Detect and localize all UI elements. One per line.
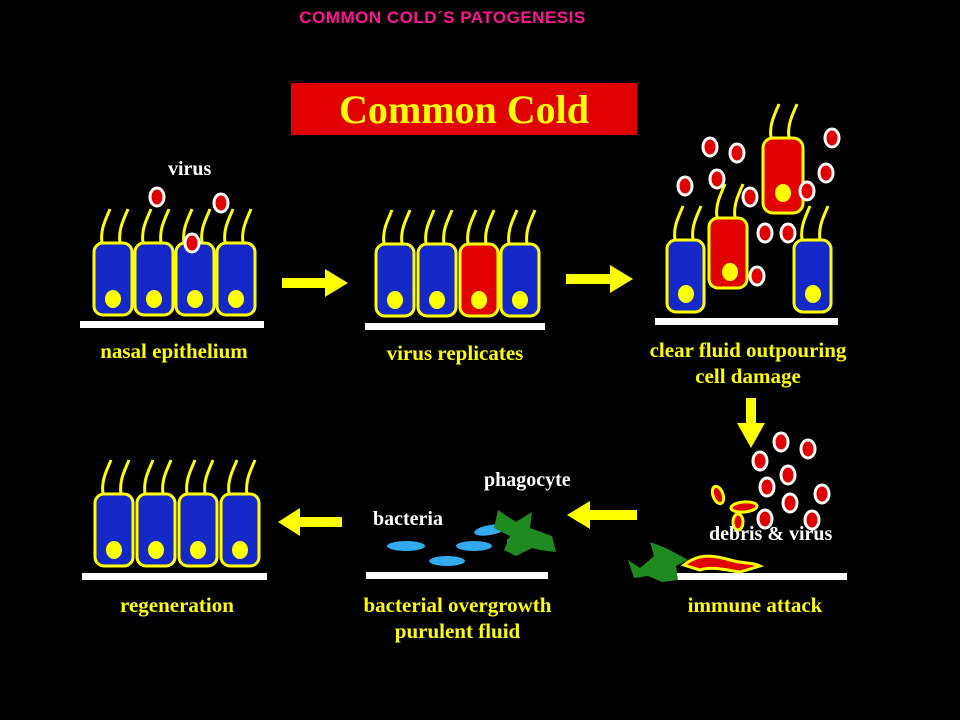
epithelial-cell	[219, 458, 261, 568]
virus-particle	[701, 136, 719, 158]
basement-membrane	[82, 573, 267, 580]
virus-particle	[748, 265, 766, 287]
stage-label-immune-attack: immune attack	[687, 593, 823, 617]
infected-cell	[458, 208, 500, 318]
stage-clear-fluid	[655, 102, 841, 325]
damaged-cell	[761, 102, 805, 215]
epithelial-cell	[133, 207, 175, 317]
virus-particle	[803, 509, 821, 531]
stage-label-nasal-epithelium: nasal epithelium	[100, 339, 248, 363]
stage-label-cell-damage: cell damage	[695, 364, 801, 388]
epithelial-cell	[499, 208, 541, 318]
virus-particle	[708, 168, 726, 190]
phagocyte	[628, 542, 688, 582]
basement-membrane	[80, 321, 264, 328]
stage-label-clear-fluid-line1: clear fluid outpouring	[649, 338, 847, 362]
arrow-left-icon	[278, 508, 342, 536]
debris-annotation: debris & virus	[709, 523, 833, 545]
virus-particle	[756, 222, 774, 244]
virus-particle	[781, 492, 799, 514]
virus-particle	[751, 450, 769, 472]
virus-particle	[183, 232, 201, 254]
virus-particle	[813, 483, 831, 505]
virus-particle	[728, 142, 746, 164]
arrow-right-icon	[282, 269, 348, 297]
epithelial-cell	[215, 207, 257, 317]
epithelial-cell	[416, 208, 458, 318]
virus-particle	[798, 180, 816, 202]
epithelial-cell	[92, 207, 134, 317]
phagocyte-annotation: phagocyte	[484, 469, 571, 491]
virus-particle	[148, 186, 166, 208]
virus-particle	[779, 464, 797, 486]
virus-particle	[823, 127, 841, 149]
epithelial-cell	[177, 458, 219, 568]
stage-label-bacterial-overgrowth: bacterial overgrowth	[363, 593, 552, 617]
arrow-down-icon	[737, 398, 765, 448]
stage-nasal-epithelium	[80, 186, 264, 328]
banner-title: Common Cold	[338, 86, 590, 132]
virus-particle	[676, 175, 694, 197]
epithelial-cell	[792, 204, 833, 314]
basement-membrane	[366, 572, 548, 579]
virus-particle	[741, 186, 759, 208]
stage-regeneration	[82, 458, 267, 580]
basement-membrane	[662, 573, 847, 580]
virus-particle	[779, 222, 797, 244]
cell-debris	[680, 484, 765, 574]
arrow-left-icon	[567, 501, 637, 529]
basement-membrane	[365, 323, 545, 330]
virus-particle	[212, 192, 230, 214]
stage-virus-replicates	[365, 208, 545, 330]
page-title: COMMON COLD´S PATOGENESIS	[299, 8, 586, 27]
stage-bacterial-overgrowth	[366, 510, 556, 579]
virus-particle	[799, 438, 817, 460]
virus-particle	[758, 476, 776, 498]
damaged-cell	[707, 182, 749, 290]
bacteria-annotation: bacteria	[373, 508, 443, 530]
stage-label-regeneration: regeneration	[120, 593, 234, 617]
stage-immune-attack	[628, 431, 847, 582]
epithelial-cell	[174, 207, 216, 317]
basement-membrane	[655, 318, 838, 325]
virus-particle	[756, 508, 774, 530]
phagocyte	[494, 510, 556, 556]
epithelial-cell	[665, 204, 706, 314]
virus-particle	[817, 162, 835, 184]
epithelial-cell	[374, 208, 416, 318]
virus-particle	[772, 431, 790, 453]
epithelial-cell	[135, 458, 177, 568]
virus-annotation: virus	[168, 158, 212, 180]
diagram-banner: Common Cold	[291, 83, 637, 135]
epithelial-cell	[93, 458, 135, 568]
stage-label-virus-replicates: virus replicates	[386, 341, 524, 365]
arrow-right-icon	[566, 265, 633, 293]
stage-label-purulent-fluid: purulent fluid	[394, 619, 521, 643]
